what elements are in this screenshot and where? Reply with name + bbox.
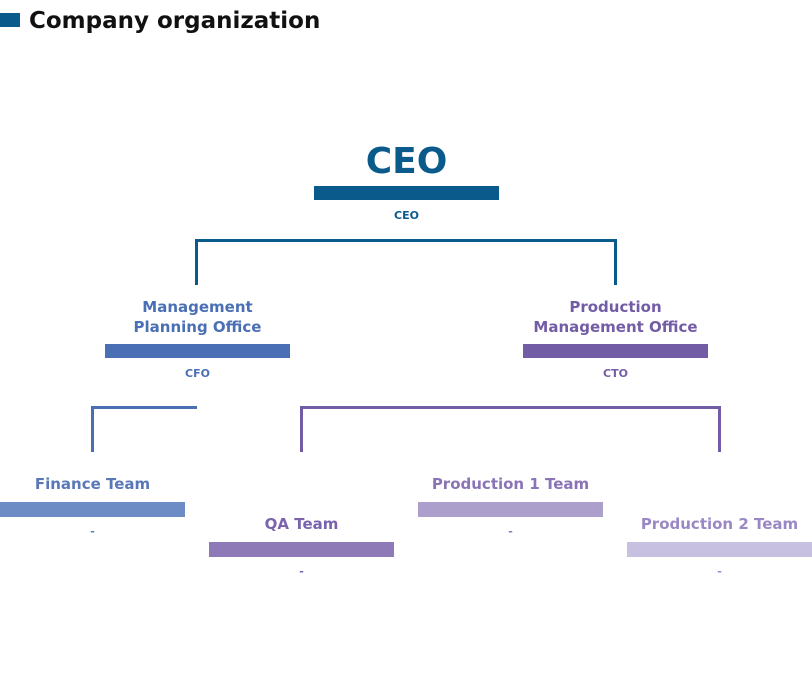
node-finance-team[interactable]: Finance Team - — [0, 474, 185, 544]
node-production-title-line2: Management Office — [533, 318, 698, 336]
node-production-management-office[interactable]: Production Management Office CTO — [523, 297, 708, 387]
node-ceo-role: CEO — [394, 209, 419, 222]
node-finance-bar — [0, 502, 185, 517]
node-production2-bar — [627, 542, 812, 557]
page-title: Company organization — [29, 8, 321, 34]
node-qa-title: QA Team — [264, 515, 339, 533]
node-production1-role: - — [508, 525, 513, 538]
node-production-role: CTO — [603, 367, 628, 380]
node-management-bar — [105, 344, 290, 358]
connector-production-children — [300, 406, 721, 452]
node-management-role: CFO — [185, 367, 210, 380]
node-qa-team[interactable]: QA Team - — [209, 514, 394, 584]
title-marker — [0, 13, 20, 27]
node-ceo[interactable]: CEO CEO — [314, 140, 499, 230]
node-ceo-bar — [314, 186, 499, 200]
node-production-2-team[interactable]: Production 2 Team - — [627, 514, 812, 584]
node-management-title-line1: Management — [142, 298, 253, 316]
node-finance-role: - — [90, 525, 95, 538]
node-finance-title: Finance Team — [34, 475, 151, 493]
node-management-planning-office[interactable]: Management Planning Office CFO — [105, 297, 290, 387]
node-management-title-line2: Planning Office — [133, 318, 262, 336]
node-qa-bar — [209, 542, 394, 557]
node-production2-role: - — [717, 565, 722, 578]
connector-management-children — [91, 406, 197, 452]
node-production2-title: Production 2 Team — [640, 515, 799, 533]
node-ceo-title: CEO — [365, 141, 448, 182]
connector-ceo-children — [195, 239, 617, 285]
node-production-title-line1: Production — [569, 298, 662, 316]
node-production1-bar — [418, 502, 603, 517]
node-qa-role: - — [299, 565, 304, 578]
node-production-bar — [523, 344, 708, 358]
node-production-1-team[interactable]: Production 1 Team - — [418, 474, 603, 544]
node-production1-title: Production 1 Team — [431, 475, 590, 493]
